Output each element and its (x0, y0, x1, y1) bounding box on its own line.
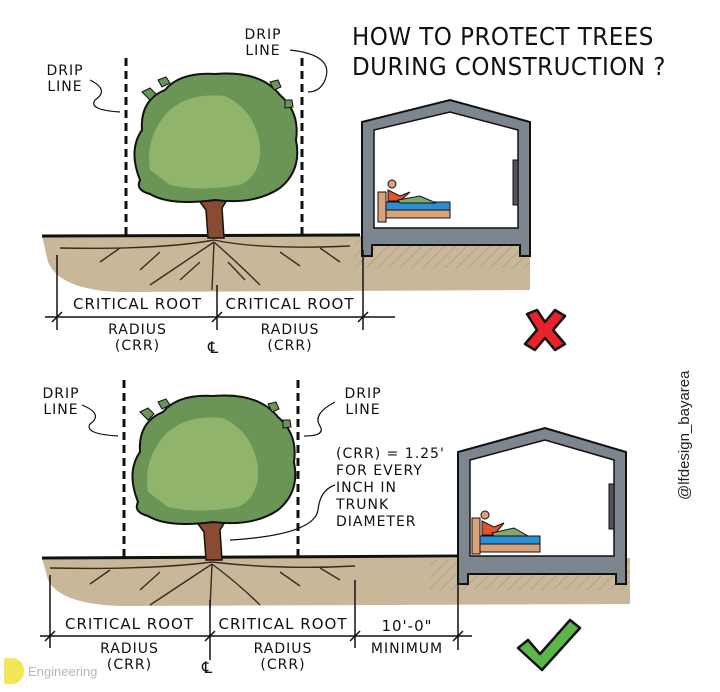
top-dimension-line (45, 250, 395, 330)
watermark-logo-icon (4, 658, 24, 684)
bottom-dim-2-bottom: RADIUS (CRR) (253, 641, 313, 673)
watermark: Engineering (4, 658, 97, 684)
bottom-dim-2-top: CRITICAL ROOT (218, 615, 348, 633)
bottom-centerline-symbol: ℄ (202, 658, 214, 677)
bottom-dim-1-top: CRITICAL ROOT (65, 615, 194, 633)
bottom-dim-3-top: 10'-0" (381, 617, 433, 635)
crr-note: (CRR) = 1.25' FOR EVERY INCH IN TRUNK DI… (336, 446, 445, 530)
title-line-2: DURING CONSTRUCTION ? (352, 52, 666, 81)
top-centerline-symbol: ℄ (208, 338, 220, 357)
check-icon (516, 618, 582, 672)
bottom-drip-line-left-label: DRIP LINE (42, 386, 80, 418)
top-dim-2-bottom: RADIUS (CRR) (260, 322, 320, 354)
bottom-drip-line-right-label: DRIP LINE (344, 386, 382, 418)
top-house (361, 98, 531, 257)
top-dim-1-bottom: RADIUS (CRR) (108, 322, 167, 354)
bottom-dim-1-bottom: RADIUS (CRR) (100, 641, 159, 673)
top-dim-1-top: CRITICAL ROOT (73, 295, 202, 313)
top-roots (59, 239, 351, 291)
title-line-1: HOW TO PROTECT TREES (352, 22, 654, 51)
top-drip-line-right-label: DRIP LINE (244, 27, 282, 59)
author-credit: @lfdesign_bayarea (676, 370, 693, 500)
top-tree (133, 72, 299, 239)
top-dim-2-top: CRITICAL ROOT (225, 295, 355, 313)
top-panel-graphics (41, 49, 567, 352)
bottom-dim-3-bottom: MINIMUM (370, 641, 444, 657)
bottom-tree (131, 394, 297, 561)
bottom-panel-graphics (40, 380, 630, 672)
x-icon (523, 308, 567, 352)
bottom-house (457, 426, 627, 585)
top-drip-line-left-label: DRIP LINE (46, 63, 84, 95)
bottom-dimension-line (40, 575, 472, 660)
page-title: HOW TO PROTECT TREES DURING CONSTRUCTION… (352, 22, 666, 82)
